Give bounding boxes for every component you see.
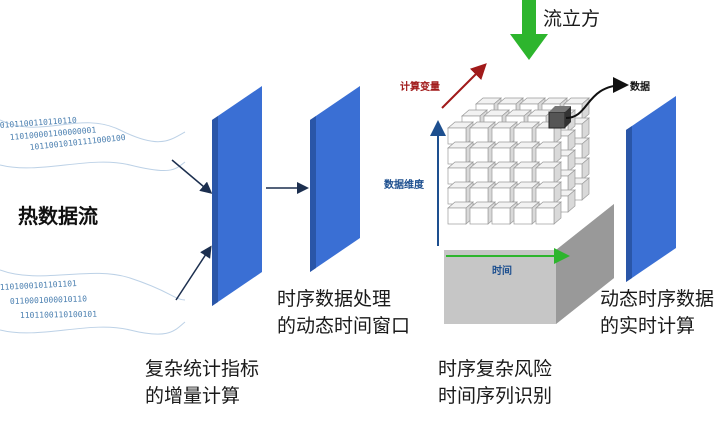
caption-cube: 时序复杂风险 时间序列识别	[438, 356, 552, 410]
stream-cube-input-arrow	[510, 0, 548, 60]
cube-cell	[535, 201, 562, 225]
cube-cell	[491, 141, 518, 165]
data-out-label: 数据	[630, 80, 650, 93]
caption-line: 时序复杂风险	[438, 358, 553, 380]
cube-base	[444, 204, 614, 324]
cube-cell	[513, 141, 540, 165]
cube-cell	[469, 141, 496, 165]
caption-line: 的动态时间窗口	[277, 315, 411, 337]
cube-cell	[469, 201, 496, 225]
caption-line: 时序数据处理	[277, 288, 392, 310]
compute-vars-label: 计算变量	[400, 80, 440, 93]
cube-cell	[447, 201, 474, 225]
binary-line: 1101000101101101	[0, 279, 77, 292]
highlight-cell	[548, 106, 571, 129]
cube-cell	[513, 161, 540, 185]
time-label: 时间	[492, 264, 512, 277]
cube-cell	[513, 121, 540, 145]
cube-cell	[535, 141, 562, 165]
cube-cell	[491, 201, 518, 225]
stream-cube-label: 流立方	[543, 8, 601, 30]
processing-panel-1	[212, 86, 262, 306]
cube-cell	[469, 121, 496, 145]
stream-arrow-lower	[175, 245, 212, 301]
binary-stream-upper: 0101100110110110 110100001100000001 1011…	[0, 116, 186, 172]
cube-cell	[491, 181, 518, 205]
caption-line: 的实时计算	[600, 315, 696, 337]
data-cube	[447, 97, 590, 225]
processing-panel-3	[626, 96, 676, 282]
caption-panel-1: 复杂统计指标 的增量计算	[145, 356, 259, 410]
caption-panel-3: 动态时序数据 的实时计算	[600, 286, 718, 340]
cube-cell	[447, 181, 474, 205]
caption-line: 时间序列识别	[438, 385, 553, 407]
cube-cell	[513, 201, 540, 225]
hot-data-stream-label: 热数据流	[18, 204, 98, 228]
cube-cell	[513, 181, 540, 205]
cube-cell	[535, 161, 562, 185]
binary-stream-lower: 1101000101101101 0110001000010110 110110…	[0, 269, 186, 335]
cube-cell	[491, 161, 518, 185]
cell-output-arrow	[565, 77, 629, 119]
caption-panel-2: 时序数据处理 的动态时间窗口	[277, 286, 410, 340]
binary-line: 0110001000010110	[10, 294, 88, 306]
cube-cell	[469, 181, 496, 205]
processing-panel-2	[310, 86, 360, 272]
binary-line: 1101100110100101	[20, 310, 97, 320]
caption-line: 动态时序数据	[600, 288, 715, 310]
compute-vars-axis	[441, 63, 487, 109]
caption-line: 的增量计算	[145, 385, 241, 407]
cube-cell	[447, 161, 474, 185]
cube-cell	[469, 161, 496, 185]
cube-cell	[491, 121, 518, 145]
data-dim-label: 数据维度	[384, 178, 425, 191]
cube-cell	[535, 181, 562, 205]
cube-cell	[447, 121, 474, 145]
stream-arrow-upper	[171, 159, 213, 194]
cube-cell	[447, 141, 474, 165]
caption-line: 复杂统计指标	[145, 358, 260, 380]
